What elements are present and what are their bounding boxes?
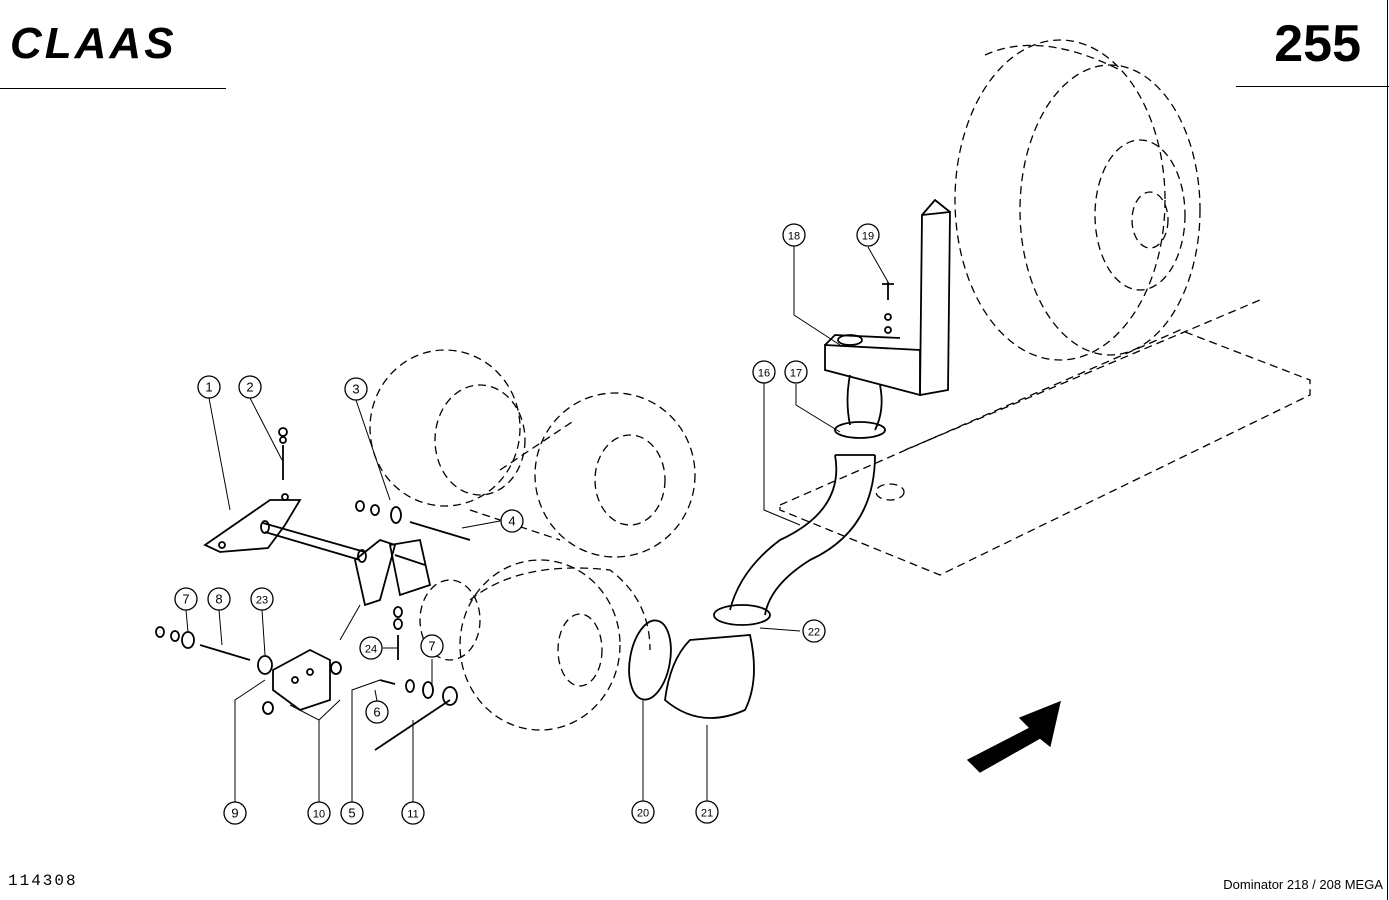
callout-number: 6 bbox=[373, 705, 380, 720]
callout-circle bbox=[344, 377, 368, 401]
callout-circle bbox=[856, 223, 880, 247]
callout-5: 5 bbox=[340, 801, 364, 825]
callout-1: 1 bbox=[197, 375, 221, 399]
shaft bbox=[262, 522, 366, 561]
callout-number: 18 bbox=[788, 231, 800, 243]
callout-10: 10 bbox=[307, 801, 331, 825]
callout-9: 9 bbox=[223, 801, 247, 825]
header-rule-right bbox=[1236, 86, 1389, 87]
callout-4: 4 bbox=[500, 509, 524, 533]
tensioner-assembly bbox=[155, 427, 471, 751]
brand-logo: CLAAS bbox=[10, 19, 177, 68]
callout-11: 11 bbox=[401, 801, 425, 825]
callout-number: 19 bbox=[862, 231, 874, 243]
callout-23: 23 bbox=[250, 587, 274, 611]
callout-circle bbox=[631, 800, 655, 824]
callout-number: 4 bbox=[508, 514, 515, 529]
callout-circle bbox=[500, 509, 524, 533]
callout-6: 6 bbox=[365, 700, 389, 724]
callout-number: 23 bbox=[256, 595, 268, 607]
callout-number: 9 bbox=[231, 806, 238, 821]
page-number: 255 bbox=[1274, 15, 1361, 73]
callout-number: 3 bbox=[352, 382, 359, 397]
callout-number: 8 bbox=[215, 592, 222, 607]
callout-circle bbox=[197, 375, 221, 399]
callout-circle bbox=[365, 700, 389, 724]
callout-circle bbox=[359, 636, 383, 660]
pulley-disc-1 bbox=[369, 349, 521, 507]
hose-bracket bbox=[824, 198, 951, 397]
callout-17: 17 bbox=[784, 360, 808, 384]
document-number: 114308 bbox=[8, 872, 78, 890]
callout-3: 3 bbox=[344, 377, 368, 401]
callout-number: 20 bbox=[637, 808, 649, 820]
callout-number: 16 bbox=[758, 368, 770, 380]
callout-number: 11 bbox=[407, 809, 418, 821]
callout-circle bbox=[420, 634, 444, 658]
rear-wheel-outline bbox=[954, 39, 1166, 361]
callout-number: 1 bbox=[205, 380, 212, 395]
machine-frame-dashed bbox=[369, 39, 1311, 731]
callout-22: 22 bbox=[802, 619, 826, 643]
platform-plate bbox=[779, 329, 1311, 576]
callout-2: 2 bbox=[238, 375, 262, 399]
callout-16: 16 bbox=[752, 360, 776, 384]
direction-arrow bbox=[966, 700, 1061, 773]
callout-circle bbox=[340, 801, 364, 825]
callout-7: 7 bbox=[420, 634, 444, 658]
callout-7: 7 bbox=[174, 587, 198, 611]
callout-circle bbox=[782, 223, 806, 247]
callout-circle bbox=[752, 360, 776, 384]
pulley-disc-2 bbox=[534, 392, 696, 558]
callout-number: 17 bbox=[790, 368, 802, 380]
callout-circle bbox=[238, 375, 262, 399]
model-name: Dominator 218 / 208 MEGA bbox=[1223, 877, 1383, 892]
callout-circle bbox=[401, 801, 425, 825]
header-rule-left bbox=[0, 88, 226, 89]
callout-24: 24 bbox=[359, 636, 383, 660]
callout-19: 19 bbox=[856, 223, 880, 247]
callout-number: 21 bbox=[701, 808, 713, 820]
leader-lines bbox=[185, 246, 889, 802]
callout-number: 10 bbox=[313, 809, 325, 821]
callout-circle bbox=[784, 360, 808, 384]
callout-number: 5 bbox=[348, 806, 355, 821]
callout-circle bbox=[250, 587, 274, 611]
air-intake-hose bbox=[628, 374, 886, 719]
callout-number: 7 bbox=[428, 639, 435, 654]
callout-circle bbox=[307, 801, 331, 825]
callout-circle bbox=[695, 800, 719, 824]
gear-housing bbox=[459, 559, 621, 731]
callout-number: 7 bbox=[182, 592, 189, 607]
callout-number: 2 bbox=[246, 380, 253, 395]
callout-circle bbox=[174, 587, 198, 611]
callout-20: 20 bbox=[631, 800, 655, 824]
callout-circle bbox=[223, 801, 247, 825]
callout-number: 24 bbox=[365, 644, 377, 656]
mounting-plate bbox=[203, 499, 302, 553]
callout-circle bbox=[207, 587, 231, 611]
callout-number: 22 bbox=[808, 627, 820, 639]
callout-21: 21 bbox=[695, 800, 719, 824]
page-border-right bbox=[1387, 0, 1388, 900]
callout-circle bbox=[802, 619, 826, 643]
callout-18: 18 bbox=[782, 223, 806, 247]
callout-8: 8 bbox=[207, 587, 231, 611]
